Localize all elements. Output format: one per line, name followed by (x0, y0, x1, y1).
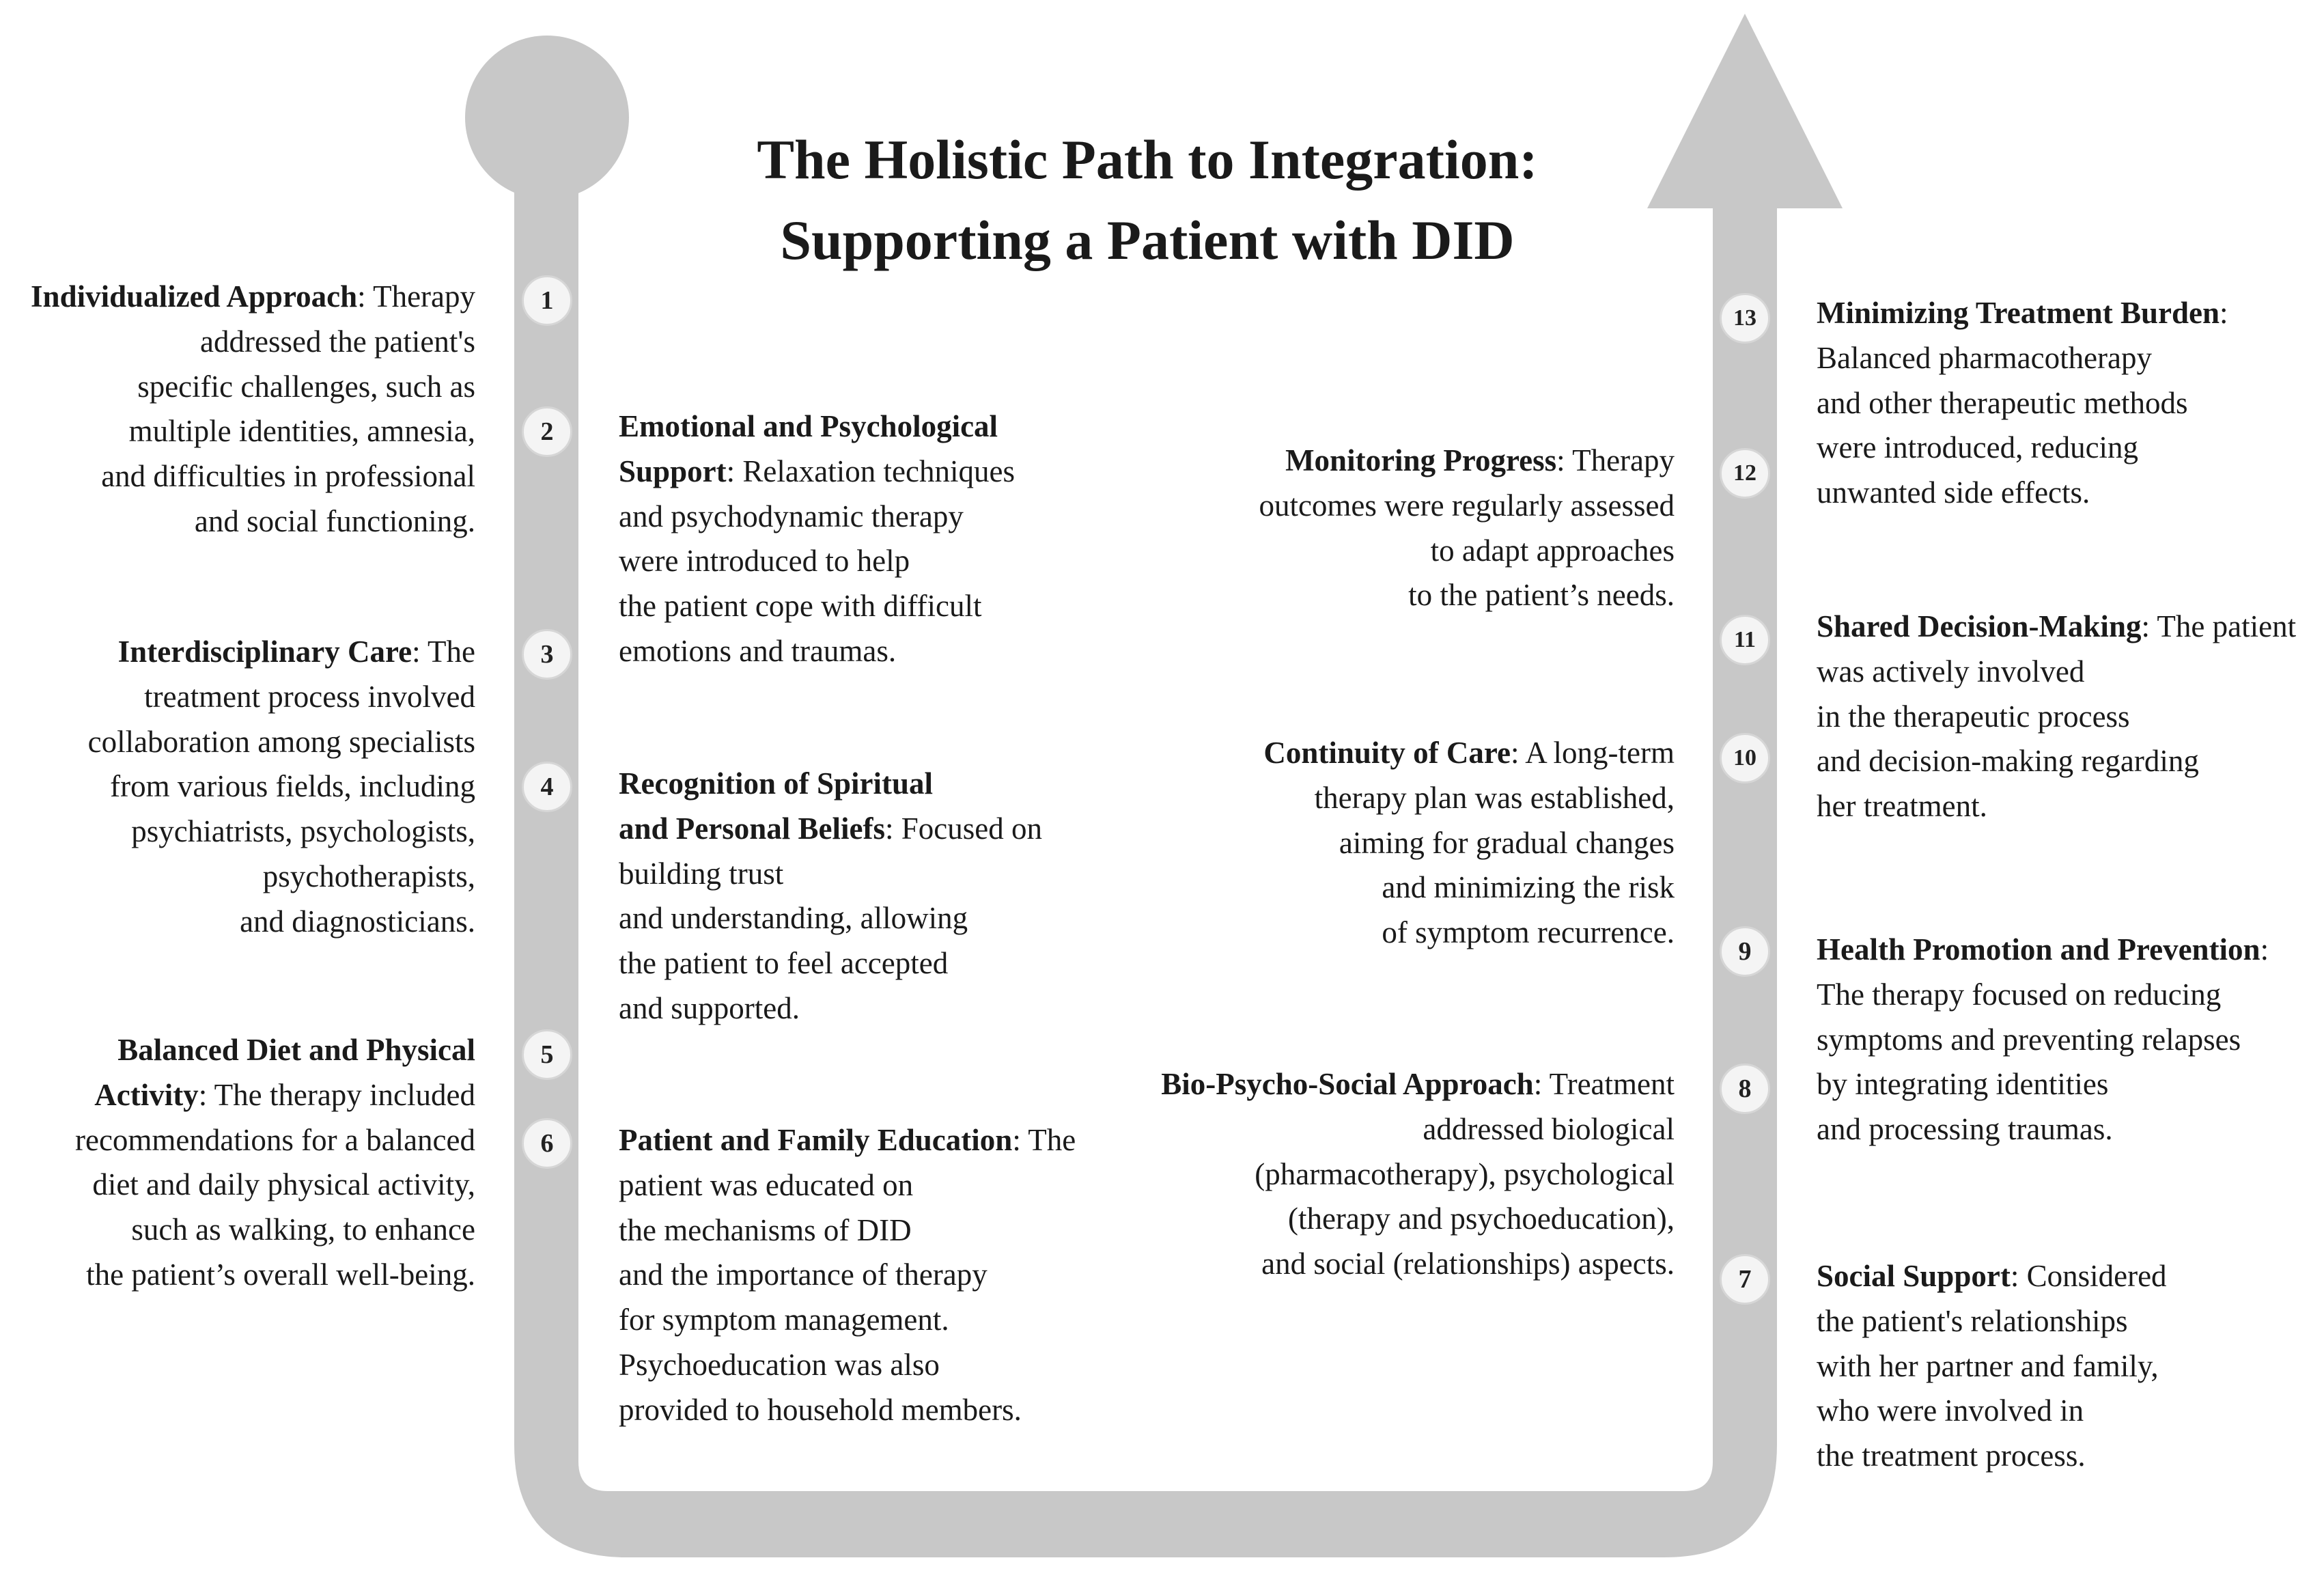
step-description: The patient was educated on the mechanis… (619, 1123, 1076, 1427)
step-description: Focused on building trust and understand… (619, 811, 1043, 1025)
step-term: Monitoring Progress (1285, 443, 1557, 477)
step-description: A long-term therapy plan was established… (1314, 736, 1675, 950)
step-11-text: Shared Decision-Making: The patient was … (1817, 609, 2297, 824)
step-description: The patient was actively involved in the… (1817, 609, 2297, 824)
path-start-circle (465, 36, 629, 199)
step-description: Treatment addressed biological (pharmaco… (1255, 1067, 1675, 1281)
step-description: Therapy outcomes were regularly assessed… (1259, 443, 1675, 613)
step-5-text: Balanced Diet and Physical Activity: The… (75, 1033, 475, 1292)
step-description: The therapy included recommendations for… (75, 1077, 475, 1292)
title-line-2: Supporting a Patient with DID (780, 209, 1515, 271)
step-term: Emotional and Psychological Support (619, 409, 998, 488)
step-badge-12: 12 (1720, 448, 1770, 499)
step-term: Patient and Family Education (619, 1123, 1013, 1157)
step-term: Balanced Diet and Physical Activity (94, 1033, 475, 1112)
step-description: Considered the patient's relationships w… (1817, 1259, 2167, 1473)
step-description: The therapy focused on reducing symptoms… (1817, 977, 2241, 1147)
step-badge-3: 3 (522, 629, 572, 680)
step-description: Balanced pharmacotherapy and other thera… (1817, 340, 2188, 510)
step-badge-1: 1 (522, 275, 572, 326)
step-term: Individualized Approach (31, 279, 358, 314)
step-description: The treatment process involved collabora… (87, 635, 475, 939)
step-badge-10: 10 (1720, 733, 1770, 783)
step-7-text: Social Support: Considered the patient's… (1817, 1259, 2167, 1473)
step-term: Shared Decision-Making (1817, 609, 2142, 643)
step-badge-7: 7 (1720, 1254, 1770, 1305)
step-8-text: Bio-Psycho-Social Approach: Treatment ad… (1161, 1067, 1675, 1281)
step-10-text: Continuity of Care: A long-term therapy … (1263, 736, 1675, 950)
step-badge-13: 13 (1720, 293, 1770, 344)
step-term: Recognition of Spiritual and Personal Be… (619, 766, 934, 846)
step-term: Health Promotion and Prevention (1817, 932, 2260, 967)
step-4-text: Recognition of Spiritual and Personal Be… (619, 766, 1043, 1025)
title-line-1: The Holistic Path to Integration: (757, 128, 1538, 191)
step-6-text: Patient and Family Education: The patien… (619, 1123, 1076, 1427)
step-badge-9: 9 (1720, 926, 1770, 977)
step-term: Continuity of Care (1263, 736, 1511, 770)
path-arrowhead (1647, 14, 1843, 208)
step-badge-2: 2 (522, 406, 572, 457)
step-2-text: Emotional and Psychological Support: Rel… (619, 409, 1015, 668)
step-9-text: Health Promotion and Prevention: The the… (1817, 932, 2269, 1147)
step-term: Social Support (1817, 1259, 2011, 1293)
step-term: Minimizing Treatment Burden (1817, 296, 2220, 330)
step-badge-6: 6 (522, 1118, 572, 1169)
step-badge-8: 8 (1720, 1064, 1770, 1114)
step-badge-4: 4 (522, 762, 572, 812)
step-1-text: Individualized Approach: Therapy address… (31, 279, 475, 538)
step-3-text: Interdisciplinary Care: The treatment pr… (87, 635, 475, 939)
step-term: Interdisciplinary Care (117, 635, 412, 669)
step-12-text: Monitoring Progress: Therapy outcomes we… (1259, 443, 1675, 613)
step-badge-5: 5 (522, 1029, 572, 1080)
step-description: Relaxation techniques and psychodynamic … (619, 454, 1015, 668)
step-13-text: Minimizing Treatment Burden: Balanced ph… (1817, 296, 2228, 510)
step-badge-11: 11 (1720, 615, 1770, 665)
step-description: Therapy addressed the patient's specific… (101, 279, 475, 538)
step-term: Bio-Psycho-Social Approach (1161, 1067, 1534, 1101)
diagram-title: The Holistic Path to Integration: Suppor… (594, 120, 1700, 281)
